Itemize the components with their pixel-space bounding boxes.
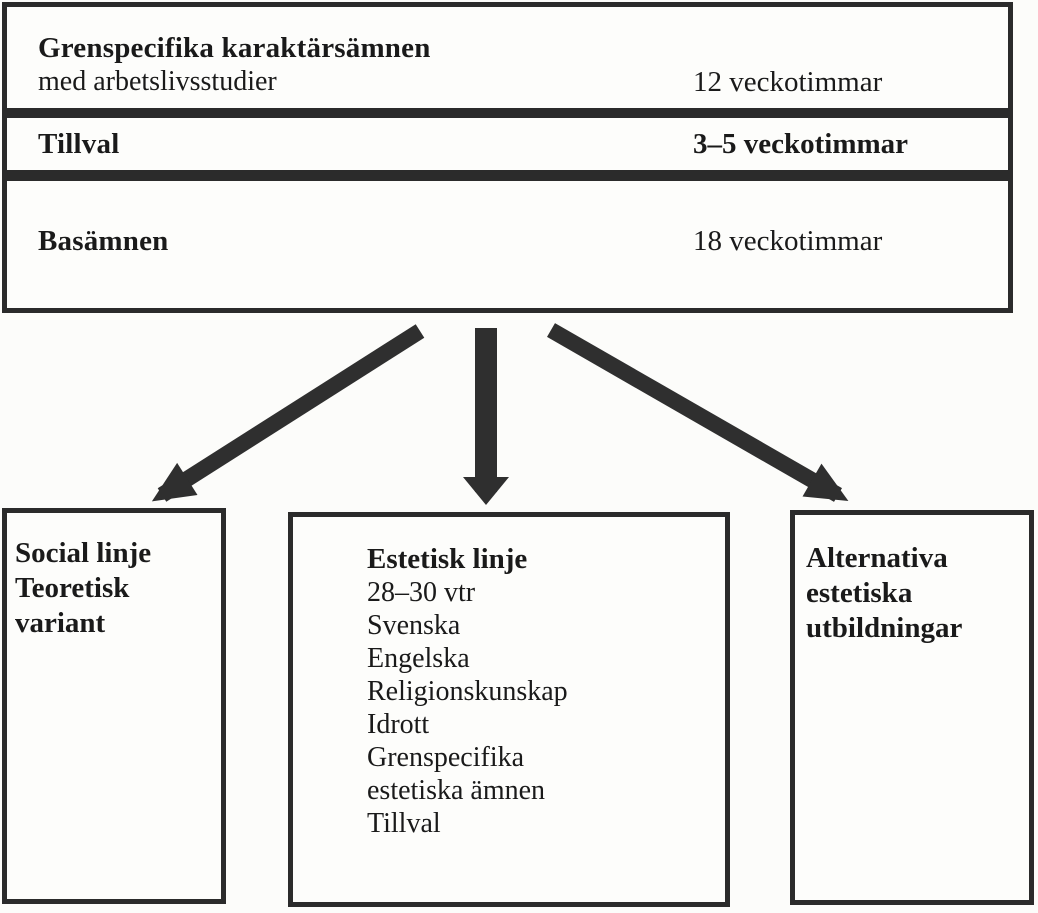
- row-title: Tillval: [38, 128, 120, 160]
- row-hours: 3–5 veckotimmar: [693, 128, 909, 160]
- row-title: Grenspecifika karaktärsämnen: [38, 32, 431, 64]
- row-subtitle: med arbetslivsstudier: [38, 66, 277, 97]
- row-hours: 18 veckotimmar: [693, 225, 883, 257]
- table-row-grenspecifika: Grenspecifika karaktärsämnen med arbetsl…: [7, 7, 1008, 118]
- branch-line: Engelska: [367, 643, 470, 674]
- branch-line: Svenska: [367, 610, 461, 641]
- branch-line: Teoretisk: [15, 572, 130, 604]
- branch-box-alternativa: Alternativa estetiska utbildningar: [790, 510, 1034, 905]
- branch-box-social-linje: Social linje Teoretisk variant: [2, 508, 226, 904]
- branch-line: variant: [15, 607, 106, 639]
- branch-line: Alternativa: [806, 542, 948, 574]
- arrow-down-right-icon: [547, 323, 849, 502]
- branch-line: Religionskunskap: [367, 676, 568, 707]
- branch-title: Estetisk linje: [367, 543, 528, 575]
- branch-line: utbildningar: [806, 612, 963, 644]
- table-row-basamnen: Basämnen 18 veckotimmar: [7, 181, 1008, 308]
- branch-line: Idrott: [367, 709, 430, 740]
- branch-line: Grenspecifika: [367, 742, 525, 773]
- table-row-tillval: Tillval 3–5 veckotimmar: [7, 118, 1008, 181]
- branch-line: Social linje: [15, 537, 152, 569]
- branch-line: Tillval: [367, 808, 441, 839]
- row-hours: 12 veckotimmar: [693, 66, 883, 98]
- branch-line: 28–30 vtr: [367, 577, 476, 608]
- subject-hours-table: Grenspecifika karaktärsämnen med arbetsl…: [2, 2, 1013, 313]
- arrow-down-left-icon: [151, 324, 425, 502]
- row-title: Basämnen: [38, 225, 169, 257]
- branch-line: estetiska: [806, 577, 913, 609]
- branch-line: estetiska ämnen: [367, 775, 546, 806]
- branch-box-estetisk-linje: Estetisk linje 28–30 vtr Svenska Engelsk…: [288, 512, 730, 907]
